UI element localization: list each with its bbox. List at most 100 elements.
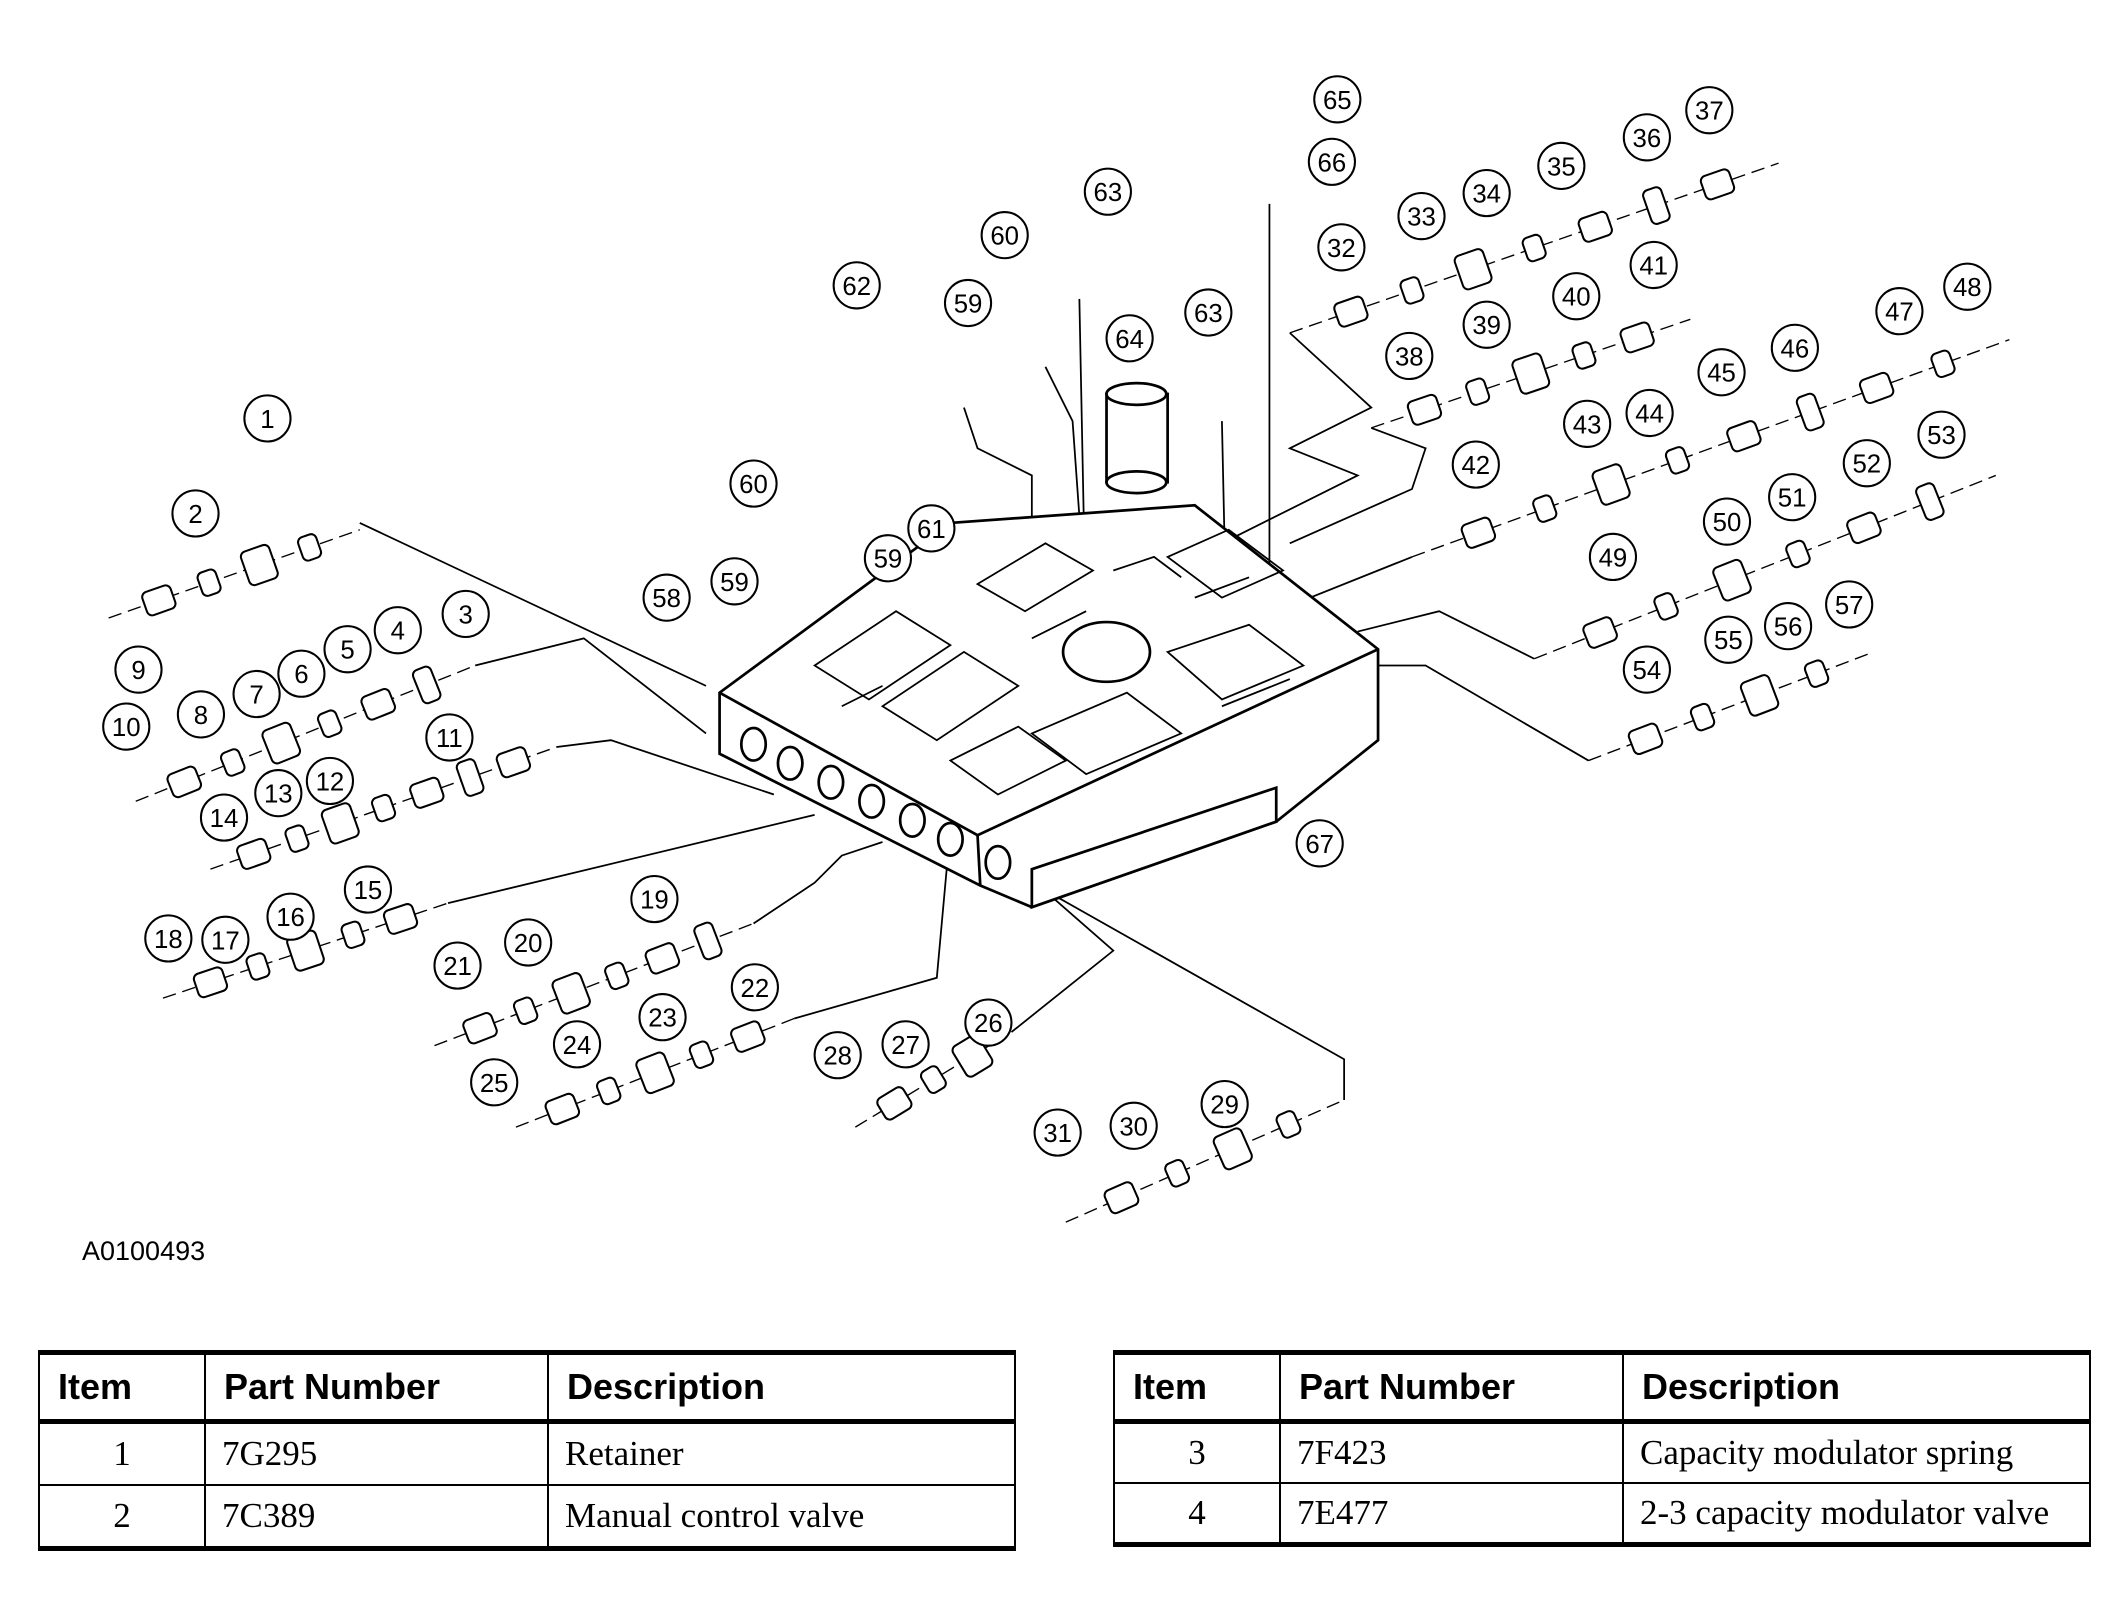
valve-part bbox=[1627, 722, 1664, 756]
leader-line bbox=[556, 739, 775, 796]
cell-description: Capacity modulator spring bbox=[1622, 1420, 2091, 1484]
valve-part bbox=[1795, 392, 1825, 432]
callout-label: 41 bbox=[1639, 253, 1668, 281]
valve-part bbox=[261, 721, 302, 765]
callout-label: 25 bbox=[480, 1070, 509, 1098]
callout-label: 62 bbox=[842, 273, 871, 301]
callout-label: 14 bbox=[210, 805, 239, 833]
valve-part bbox=[595, 1076, 622, 1106]
table-row: 4 7E477 2-3 capacity modulator valve bbox=[1113, 1482, 2091, 1546]
callout-label: 36 bbox=[1633, 125, 1662, 153]
callout-circle bbox=[470, 1058, 519, 1107]
callout-28: 28 bbox=[813, 1031, 862, 1080]
leader-line bbox=[474, 637, 707, 735]
valve-part bbox=[688, 1040, 715, 1069]
callout-10: 10 bbox=[102, 702, 151, 751]
callout-4: 4 bbox=[373, 606, 422, 655]
valve-part bbox=[1399, 276, 1425, 305]
valve-part bbox=[370, 793, 397, 823]
valve-part bbox=[320, 802, 360, 845]
valve-part bbox=[284, 824, 310, 853]
valve-part bbox=[1577, 210, 1613, 243]
figure-id: A0100493 bbox=[82, 1236, 206, 1266]
axis-line bbox=[434, 922, 754, 1047]
callout-label: 43 bbox=[1573, 411, 1602, 439]
callout-59: 59 bbox=[710, 557, 759, 606]
valve-part bbox=[141, 584, 177, 617]
callout-label: 67 bbox=[1305, 831, 1334, 859]
header-part-number: Part Number bbox=[204, 1351, 549, 1424]
callout-circle bbox=[1842, 439, 1891, 488]
callout-2: 2 bbox=[171, 489, 220, 538]
callout-circle bbox=[1563, 399, 1612, 448]
leader-line bbox=[1221, 332, 1373, 545]
callout-26: 26 bbox=[964, 998, 1013, 1047]
callout-label: 54 bbox=[1633, 657, 1662, 685]
callout-40: 40 bbox=[1552, 272, 1601, 321]
callout-9: 9 bbox=[114, 645, 163, 694]
callout-circle bbox=[1770, 323, 1819, 372]
valve-part bbox=[1532, 494, 1558, 523]
callout-52: 52 bbox=[1842, 439, 1891, 488]
leader-line bbox=[447, 814, 815, 904]
valve-part bbox=[1858, 371, 1895, 405]
valve-part bbox=[512, 996, 539, 1026]
callout-21: 21 bbox=[433, 941, 482, 990]
callout-circle bbox=[1625, 388, 1674, 438]
valve-part bbox=[340, 920, 366, 949]
valve-part bbox=[544, 1092, 581, 1126]
callout-60: 60 bbox=[729, 459, 778, 508]
callout-42: 42 bbox=[1451, 440, 1500, 489]
valve-part bbox=[196, 568, 222, 597]
valve-part bbox=[1642, 186, 1671, 225]
callout-circle bbox=[441, 589, 490, 639]
callout-15: 15 bbox=[343, 865, 393, 914]
callout-circle bbox=[1083, 167, 1132, 216]
callout-19: 19 bbox=[630, 874, 679, 924]
cell-item: 2 bbox=[38, 1484, 206, 1550]
leader-line bbox=[1357, 610, 1535, 660]
callout-61: 61 bbox=[907, 504, 956, 553]
valve-part bbox=[1275, 1110, 1302, 1139]
callout-label: 51 bbox=[1778, 485, 1807, 513]
callout-circle bbox=[1462, 168, 1511, 218]
callout-circle bbox=[1397, 192, 1446, 241]
callout-circle bbox=[1451, 440, 1500, 489]
callout-31: 31 bbox=[1033, 1108, 1082, 1157]
callout-41: 41 bbox=[1629, 240, 1678, 290]
callout-circle bbox=[907, 504, 956, 553]
callout-circle bbox=[1697, 348, 1746, 397]
valve-body bbox=[718, 503, 1380, 910]
callout-label: 66 bbox=[1318, 149, 1347, 177]
cell-part-number: 7F423 bbox=[1279, 1420, 1624, 1484]
callout-33: 33 bbox=[1397, 192, 1446, 241]
callout-label: 56 bbox=[1774, 614, 1803, 642]
valve-part bbox=[1406, 393, 1443, 426]
header-item: Item bbox=[1113, 1351, 1281, 1424]
callout-label: 19 bbox=[640, 887, 669, 915]
callout-label: 23 bbox=[648, 1005, 677, 1033]
valve-part bbox=[219, 748, 246, 777]
callout-45: 45 bbox=[1697, 348, 1746, 397]
callout-label: 31 bbox=[1043, 1120, 1072, 1148]
callout-label: 22 bbox=[741, 975, 770, 1003]
callout-51: 51 bbox=[1768, 473, 1817, 522]
valve-part bbox=[1739, 674, 1780, 717]
callout-label: 9 bbox=[131, 657, 145, 685]
valve-part bbox=[644, 942, 681, 975]
callout-label: 35 bbox=[1547, 153, 1576, 181]
callout-circle bbox=[1552, 272, 1601, 321]
callout-label: 45 bbox=[1707, 360, 1736, 388]
callout-circle bbox=[1317, 223, 1366, 272]
callout-66: 66 bbox=[1307, 137, 1356, 186]
callout-label: 21 bbox=[443, 953, 472, 981]
cell-item: 4 bbox=[1113, 1482, 1281, 1546]
valve-part bbox=[876, 1086, 913, 1121]
callout-label: 15 bbox=[354, 877, 383, 905]
valve-part bbox=[1803, 659, 1830, 688]
callout-13: 13 bbox=[254, 769, 303, 818]
valve-part bbox=[245, 952, 271, 981]
valve-part bbox=[166, 765, 203, 799]
callout-63: 63 bbox=[1184, 288, 1233, 337]
